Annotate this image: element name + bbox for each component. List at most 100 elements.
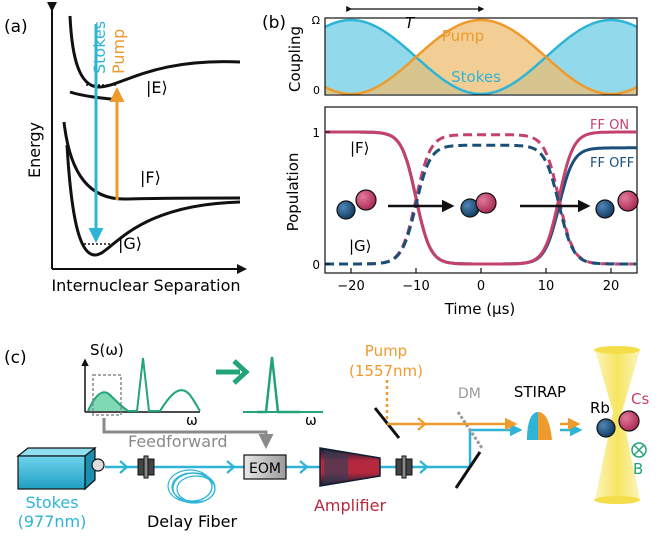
- stirap-pulse-icon: [527, 412, 552, 440]
- stokes-wavelength-label: (977nm): [18, 512, 87, 531]
- panel-c-label: (c): [4, 348, 27, 368]
- connector-1-body-2: [147, 458, 155, 476]
- connector-2-body: [395, 458, 403, 476]
- pump-pulse-fill: [325, 20, 637, 94]
- tweezer-bottom: [594, 496, 640, 504]
- ff-on-G-curve: [325, 133, 637, 266]
- ground-potential-curve: [65, 144, 241, 257]
- clean-spectrum-peak: [257, 356, 300, 414]
- cs-atom-tweezer: [618, 410, 640, 432]
- time-tick-label: −10: [402, 279, 429, 294]
- pump-chevron: [417, 417, 427, 431]
- time-tick-label: 10: [538, 279, 555, 294]
- beam-chevron-1: [119, 460, 129, 474]
- delay-fiber-label: Delay Fiber: [147, 512, 237, 531]
- state-F-label-a: |F⟩: [140, 168, 161, 187]
- amplifier-label: Amplifier: [314, 496, 387, 515]
- noise-selection-box: [92, 374, 122, 416]
- b-field-icon: [631, 442, 647, 458]
- stokes-laser: Stokes (977nm): [16, 446, 105, 531]
- fiber-connector-1: [137, 455, 155, 479]
- energy-axis-label: Energy: [25, 122, 44, 178]
- time-tick-label: 0: [477, 279, 485, 294]
- tweezer-beam: [595, 350, 640, 500]
- coil-loop-2: [171, 472, 213, 502]
- separation-axis-label: Internuclear Separation: [51, 276, 240, 295]
- stokes-mirror: [454, 451, 482, 489]
- spectrum-after: ω: [243, 356, 323, 429]
- coupling-tick-zero: 0: [313, 84, 320, 97]
- b-field-cross: [633, 444, 645, 456]
- laser-front-face: [17, 455, 86, 490]
- pump-wavelength-label: (1557nm): [349, 362, 423, 380]
- dichroic-mirror: [456, 411, 484, 449]
- filter-arrow-head: [232, 359, 250, 385]
- b-field-label: B: [633, 460, 643, 478]
- pump-label-b: Pump: [442, 27, 484, 45]
- fiber-connector-2: [395, 455, 413, 479]
- pump-source-label: Pump: [365, 342, 407, 360]
- connector-2-body-2: [405, 458, 413, 476]
- time-tick-label: 20: [603, 279, 620, 294]
- rb-label: Rb: [590, 399, 610, 417]
- state-E-label: |E⟩: [146, 78, 168, 97]
- coupling-tick-omega: Ω: [312, 14, 320, 27]
- tweezer-top: [594, 346, 640, 354]
- stokes-source-label: Stokes: [25, 493, 78, 512]
- rb-atom-tweezer: [596, 418, 616, 438]
- panel-b-label: (b): [262, 13, 286, 33]
- coupling-frame: [324, 17, 638, 96]
- population-tick-zero: 0: [312, 258, 320, 272]
- intermediate-potential-curve: [62, 121, 241, 201]
- beam-chevron-4: [419, 460, 429, 474]
- cs-atom-icon-2: [617, 190, 639, 212]
- state-G-label-a: |G⟩: [118, 234, 142, 253]
- coil-loop-4: [176, 475, 216, 503]
- beam-chevron-3: [299, 460, 309, 474]
- stirap-label: STIRAP: [514, 383, 566, 401]
- coupling-plot: Ω 0 Coupling T Pump Stokes: [286, 6, 638, 97]
- feedforward-path: [102, 418, 274, 449]
- cs-label: Cs: [631, 390, 649, 408]
- connector-2-flange: [401, 455, 407, 479]
- feedforward-label: Feedforward: [128, 432, 228, 451]
- spectrum-noise-fill: [88, 392, 128, 411]
- molecule-bound: [460, 192, 497, 218]
- omega-label-right: ω: [305, 413, 317, 429]
- rb-atom-icon: [336, 200, 356, 220]
- ff-on-legend: FF ON: [590, 118, 629, 133]
- atom-pair-separated: [336, 189, 377, 220]
- population-axis-label: Population: [284, 153, 302, 232]
- eom-label: EOM: [249, 461, 281, 477]
- pump-label-a: Pump: [109, 29, 128, 74]
- laser-top-face: [16, 447, 97, 457]
- panel-a: (a) Energy Internuclear Separation Stoke…: [4, 2, 247, 295]
- excited-potential-curve: [68, 15, 241, 89]
- ff-off-legend: FF OFF: [590, 156, 634, 171]
- stirap-stokes-pulse: [527, 412, 538, 440]
- time-tick-label: −20: [337, 279, 364, 294]
- state-F-label-b: |F⟩: [350, 139, 370, 157]
- panel-c: (c) S(ω) ω ω Feedforward: [4, 341, 649, 531]
- panel-a-label: (a): [4, 17, 28, 37]
- population-plot: −20 −10 0 10 20 1 0 Population Time (µs) |F⟩…: [284, 106, 639, 318]
- omega-label-left: ω: [186, 413, 198, 429]
- coupling-axis-label: Coupling: [286, 26, 304, 92]
- amplifier-shade: [324, 450, 348, 484]
- delay-fiber-coil: [167, 469, 216, 504]
- cs-atom-icon: [355, 189, 377, 211]
- population-tick-one: 1: [312, 126, 320, 140]
- molecule-cs-icon: [475, 192, 497, 214]
- dm-label: DM: [458, 386, 481, 402]
- time-axis-label: Time (µs): [444, 300, 516, 318]
- stokes-label-b: Stokes: [451, 68, 501, 86]
- time-ticks: −20 −10 0 10 20: [337, 268, 619, 294]
- spectrum-before: S(ω) ω: [81, 341, 201, 429]
- stokes-label-a: Stokes: [90, 21, 109, 74]
- rb-atom-icon-2: [595, 199, 615, 219]
- state-G-label-b: |G⟩: [349, 237, 372, 255]
- connector-1-flange: [143, 455, 149, 479]
- eom-box: [243, 454, 287, 480]
